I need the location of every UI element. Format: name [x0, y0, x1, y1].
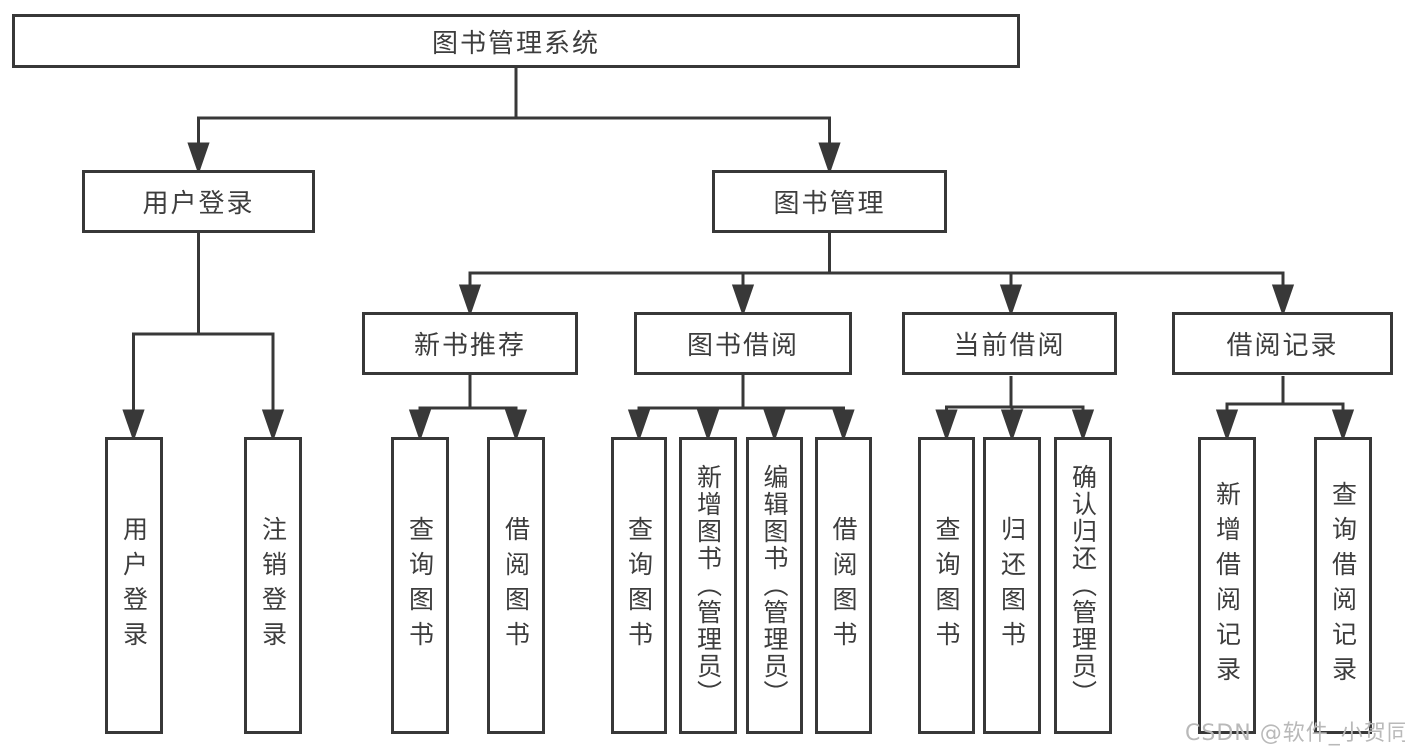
leaf-label: 借阅图书 [829, 515, 858, 656]
leaf-edit-books-admin: 编辑图书（管理员） [746, 437, 803, 734]
arrowhead [696, 409, 720, 442]
arrowhead [731, 284, 755, 317]
connector-borrowing-records-children [1215, 376, 1355, 442]
arrowhead [1271, 284, 1295, 317]
arrowhead [1215, 409, 1239, 442]
leaf-query-books-current: 查询图书 [918, 437, 975, 734]
connector-root-to-level2 [187, 68, 841, 175]
arrowhead [122, 409, 145, 442]
arrowhead [458, 284, 482, 317]
leaf-query-books-newbook: 查询图书 [391, 437, 449, 734]
leaf-user-login: 用户登录 [105, 437, 163, 734]
leaf-query-books-borrowing: 查询图书 [611, 437, 667, 734]
leaf-logout: 注销登录 [244, 437, 302, 734]
leaf-label: 查询借阅记录 [1328, 480, 1358, 691]
arrowhead [627, 409, 651, 442]
leaf-label: 新增图书（管理员） [693, 464, 723, 707]
arrowhead [1000, 409, 1024, 442]
connector-new-book-recommend-children [408, 375, 528, 442]
connector-user-login-children [122, 233, 285, 442]
leaf-label: 查询图书 [405, 515, 435, 656]
arrowhead [832, 409, 855, 442]
leaf-label: 编辑图书（管理员） [760, 464, 789, 707]
node-library-management-system: 图书管理系统 [12, 14, 1020, 68]
leaf-label: 用户登录 [119, 515, 149, 656]
arrowhead [999, 284, 1023, 317]
leaf-return-books: 归还图书 [983, 437, 1041, 734]
connector-book-borrowing-children [627, 375, 855, 442]
arrowhead [818, 142, 841, 175]
arrowhead [1071, 409, 1095, 442]
node-borrowing-records: 借阅记录 [1172, 312, 1393, 375]
leaf-label: 注销登录 [258, 515, 288, 656]
connector-book-management-children [458, 233, 1295, 317]
leaf-label: 查询图书 [624, 515, 654, 656]
node-new-book-recommend: 新书推荐 [362, 312, 578, 375]
arrowhead [1331, 409, 1355, 442]
leaf-confirm-return-admin: 确认归还（管理员） [1054, 437, 1112, 734]
csdn-watermark: CSDN @软件_小贺同学 [1185, 721, 1405, 746]
leaf-label: 借阅图书 [501, 515, 531, 656]
leaf-label: 新增借阅记录 [1212, 480, 1242, 691]
leaf-label: 归还图书 [997, 515, 1027, 656]
node-book-management: 图书管理 [712, 170, 947, 233]
leaf-borrow-books-borrowing: 借阅图书 [815, 437, 872, 734]
arrowhead [187, 142, 210, 175]
leaf-borrow-books-newbook: 借阅图书 [487, 437, 545, 734]
arrowhead [408, 409, 432, 442]
leaf-add-books-admin: 新增图书（管理员） [679, 437, 737, 734]
arrowhead [504, 409, 528, 442]
arrowhead [935, 409, 958, 442]
leaf-add-borrow-record: 新增借阅记录 [1198, 437, 1256, 734]
arrowhead [763, 409, 786, 442]
node-book-borrowing: 图书借阅 [634, 312, 852, 375]
node-current-borrowing: 当前借阅 [902, 312, 1117, 375]
arrowhead [261, 409, 285, 442]
leaf-query-borrow-record: 查询借阅记录 [1314, 437, 1372, 734]
leaf-label: 查询图书 [932, 515, 961, 656]
node-user-login: 用户登录 [82, 170, 315, 233]
connector-current-borrowing-children [935, 376, 1095, 442]
leaf-label: 确认归还（管理员） [1068, 464, 1098, 707]
